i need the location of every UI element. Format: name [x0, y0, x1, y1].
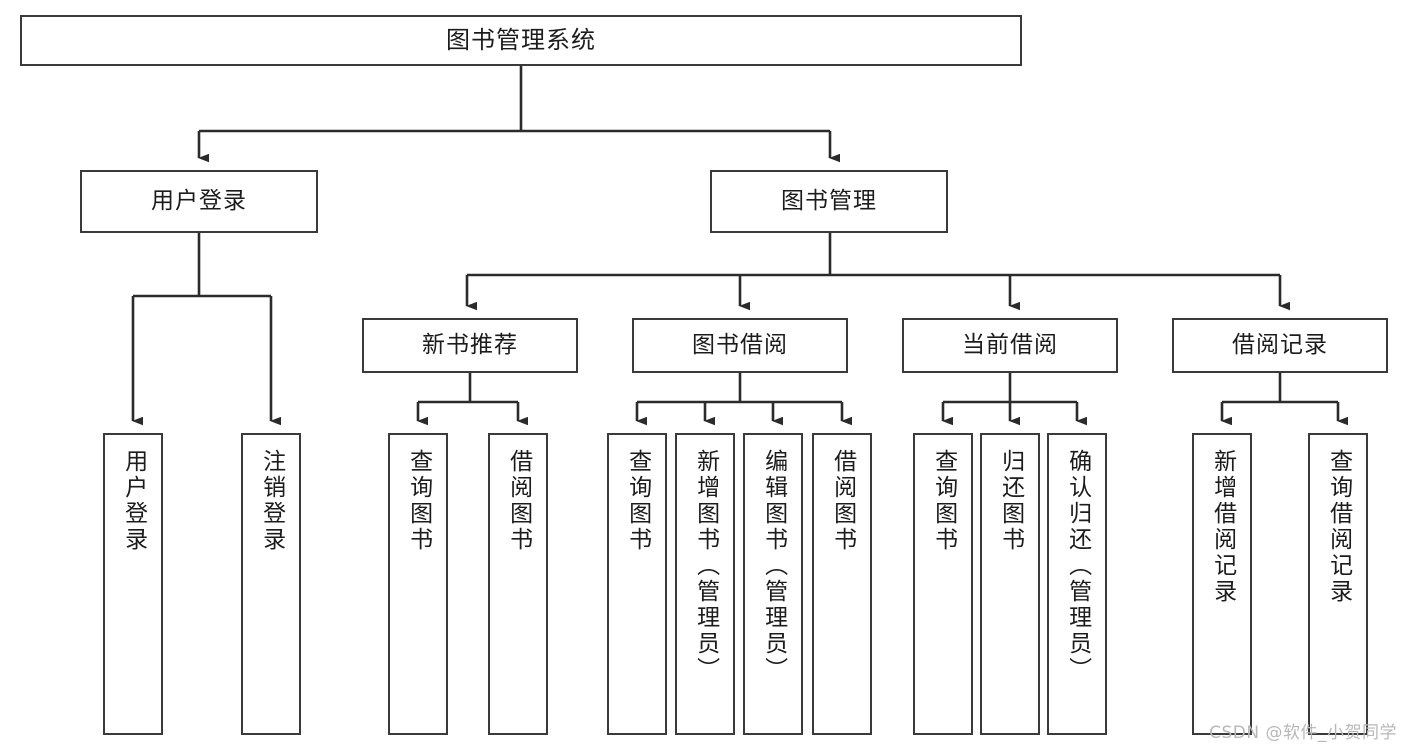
- node-label: 当前借阅: [962, 331, 1058, 358]
- leaf-new-book-borrow-book[interactable]: 借阅图书: [488, 433, 548, 735]
- node-label: 新增借阅记录: [1209, 449, 1236, 605]
- leaf-book-borrow-query-book[interactable]: 查询图书: [607, 433, 667, 735]
- node-label: 编辑图书（管理员）: [760, 449, 787, 683]
- node-label: 借阅图书: [505, 449, 532, 553]
- node-new-book-recommendation[interactable]: 新书推荐: [362, 318, 578, 373]
- node-book-borrowing[interactable]: 图书借阅: [632, 318, 848, 373]
- node-label: 查询图书: [930, 449, 957, 553]
- node-user-login[interactable]: 用户登录: [80, 170, 318, 233]
- leaf-book-borrow-add-book-admin[interactable]: 新增图书（管理员）: [675, 433, 735, 735]
- node-label: 查询图书: [405, 449, 432, 553]
- node-label: 图书管理系统: [446, 26, 596, 55]
- leaf-current-borrow-return-book[interactable]: 归还图书: [980, 433, 1040, 735]
- node-label: 归还图书: [997, 449, 1024, 553]
- leaf-user-login-login[interactable]: 用户登录: [103, 433, 163, 735]
- node-label: 新书推荐: [422, 331, 518, 358]
- node-label: 新增图书（管理员）: [692, 449, 719, 683]
- node-label: 图书借阅: [692, 331, 788, 358]
- node-label: 借阅记录: [1232, 331, 1328, 358]
- csdn-watermark: CSDN @软件_小贺同学: [1209, 723, 1397, 743]
- node-borrowing-record[interactable]: 借阅记录: [1172, 318, 1388, 373]
- leaf-book-borrow-edit-book-admin[interactable]: 编辑图书（管理员）: [743, 433, 803, 735]
- leaf-current-borrow-query-book[interactable]: 查询图书: [913, 433, 973, 735]
- node-current-borrowing[interactable]: 当前借阅: [902, 318, 1118, 373]
- node-root-book-management-system[interactable]: 图书管理系统: [20, 15, 1022, 66]
- leaf-borrow-record-add-record[interactable]: 新增借阅记录: [1192, 433, 1252, 735]
- node-book-management[interactable]: 图书管理: [710, 170, 948, 233]
- node-label: 注销登录: [258, 449, 285, 553]
- node-label: 借阅图书: [829, 449, 856, 553]
- node-label: 图书管理: [781, 187, 877, 214]
- node-label: 查询图书: [624, 449, 651, 553]
- leaf-new-book-query-book[interactable]: 查询图书: [388, 433, 448, 735]
- node-label: 用户登录: [151, 187, 247, 214]
- leaf-user-login-logout[interactable]: 注销登录: [241, 433, 301, 735]
- leaf-current-borrow-confirm-return-admin[interactable]: 确认归还（管理员）: [1047, 433, 1107, 735]
- node-label: 查询借阅记录: [1325, 449, 1352, 605]
- leaf-borrow-record-query-record[interactable]: 查询借阅记录: [1308, 433, 1368, 735]
- node-label: 确认归还（管理员）: [1064, 449, 1091, 683]
- leaf-book-borrow-borrow-book[interactable]: 借阅图书: [812, 433, 872, 735]
- node-label: 用户登录: [120, 449, 147, 553]
